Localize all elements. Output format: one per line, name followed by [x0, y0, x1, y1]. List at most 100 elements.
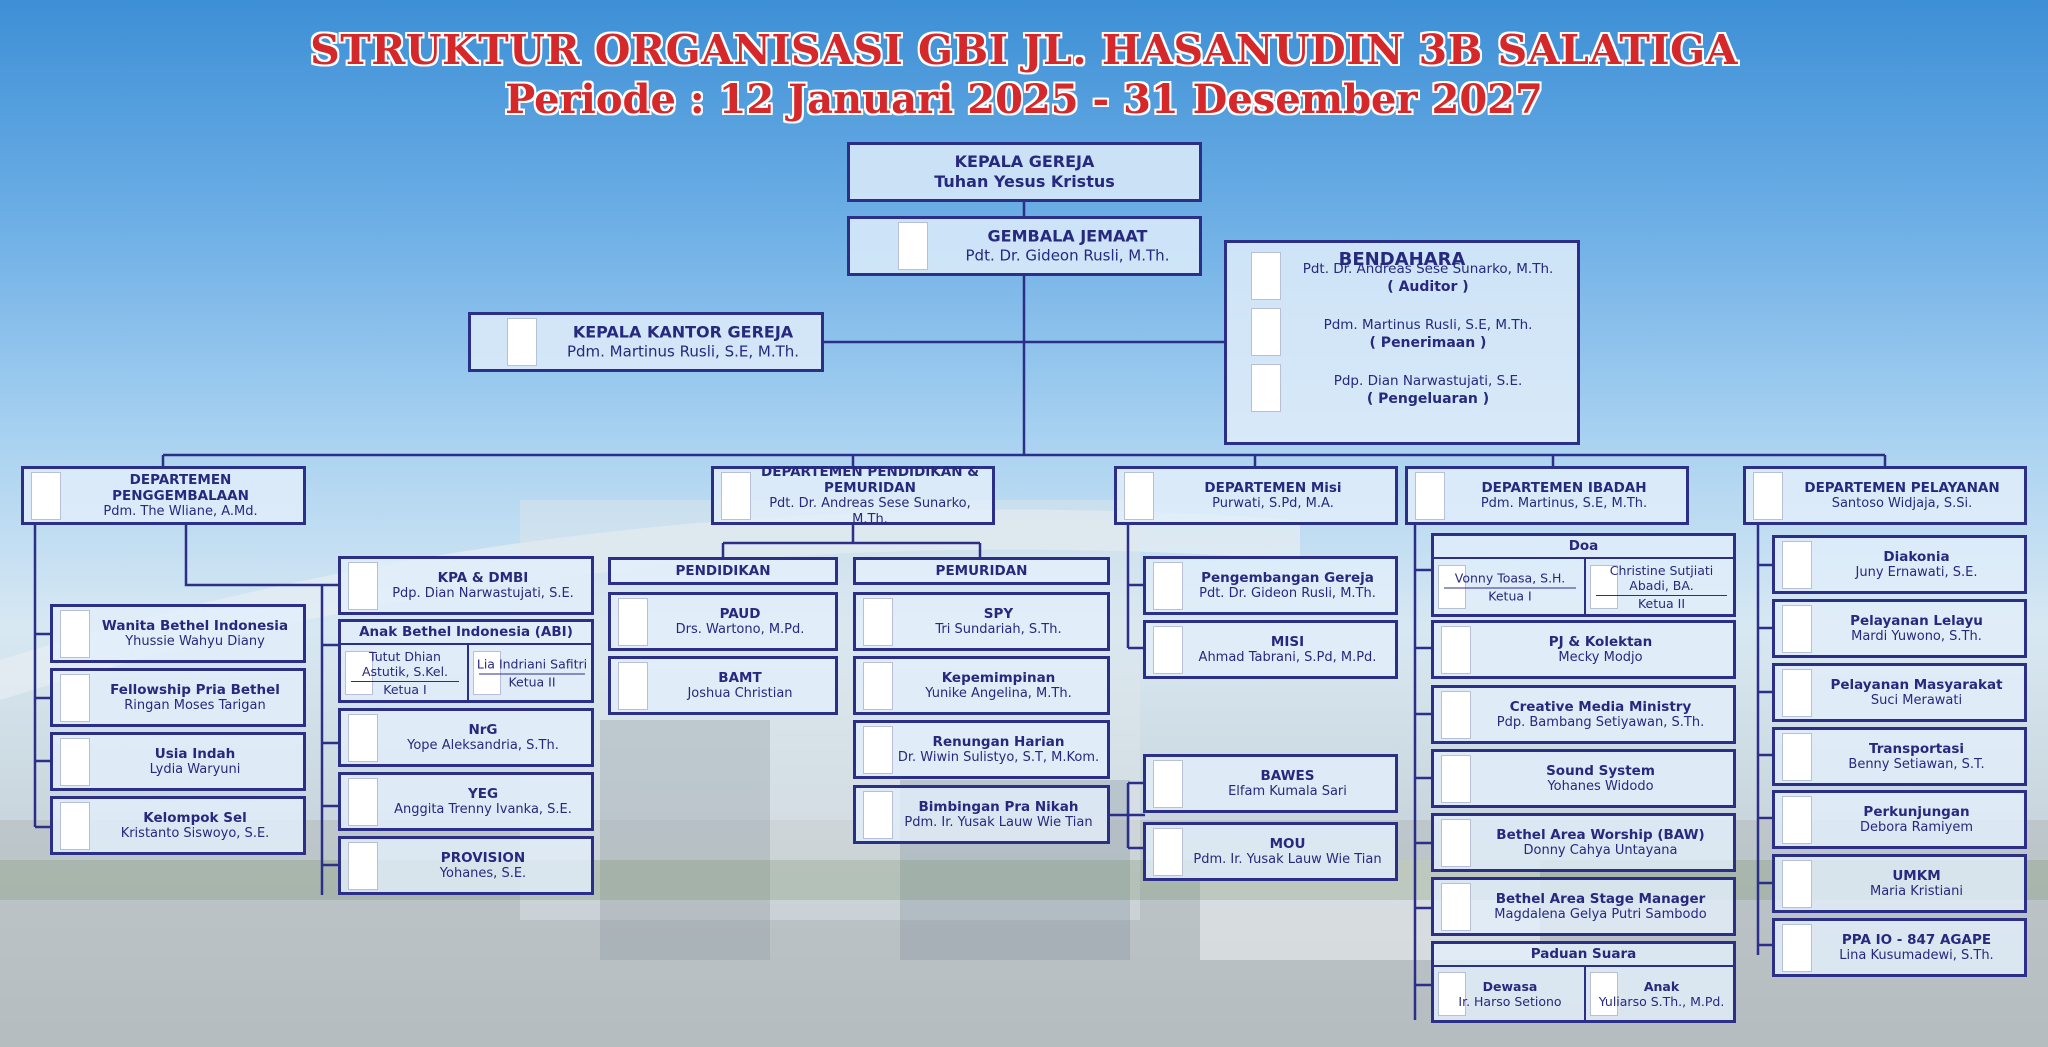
bendahara-pengeluaran: Pdp. Dian Narwastujati, S.E.( Pengeluara…	[1227, 364, 1577, 436]
bendahara-penerimaan: Pdm. Martinus Rusli, S.E, M.Th.( Penerim…	[1227, 308, 1577, 380]
pemuridan-label: PEMURIDAN	[853, 557, 1110, 585]
unit-name: Dr. Wiwin Sulistyo, S.T, M.Kom.	[897, 749, 1100, 765]
doa-ketua-2: Christine Sutjiati Abadi, BA.Ketua II	[1586, 558, 1735, 616]
dept-head-name: Pdm. Martinus, S.E, M.Th.	[1480, 495, 1648, 511]
unit-name: Yohanes Widodo	[1547, 778, 1654, 794]
dept-head-name: Santoso Widjaja, S.Si.	[1831, 495, 1973, 511]
unit-title: NrG	[468, 721, 498, 738]
unit-title: PROVISION	[440, 849, 526, 866]
kepala-kantor-title: KEPALA KANTOR GEREJA	[572, 322, 794, 342]
photo-placeholder	[348, 841, 378, 890]
photo-placeholder	[1153, 561, 1183, 610]
dept-title: DEPARTEMEN PELAYANAN	[1804, 479, 2000, 496]
photo-placeholder	[1153, 625, 1183, 674]
photo-placeholder	[1438, 565, 1466, 609]
unit-title: MISI	[1270, 633, 1305, 650]
photo-placeholder	[348, 561, 378, 610]
member-name: Tutut Dhian Astutik, S.Kel.	[361, 649, 449, 679]
kepala-kantor-name: Pdm. Martinus Rusli, S.E, M.Th.	[566, 342, 800, 361]
photo-placeholder	[1782, 668, 1812, 717]
dept-title: DEPARTEMEN IBADAH	[1481, 479, 1647, 496]
member-name: Lia Indriani Safitri	[476, 656, 588, 672]
doa-ketua-1: Vonny Toasa, S.H.Ketua I	[1434, 558, 1584, 616]
abi-title: Anak Bethel Indonesia (ABI)	[359, 624, 573, 640]
unit-name: Suci Merawati	[1870, 692, 1963, 708]
photo-placeholder	[1251, 308, 1281, 356]
photo-placeholder	[473, 651, 501, 695]
photo-placeholder	[1438, 972, 1466, 1016]
period-subtitle: Periode : 12 Januari 2025 - 31 Desember …	[505, 76, 1543, 123]
unit-title: YEG	[467, 785, 499, 802]
member-role: Ketua I	[1444, 587, 1576, 604]
bendahara-member-role: ( Auditor )	[1387, 279, 1469, 295]
dept-head-name: Pdm. The Wliane, A.Md.	[103, 503, 258, 519]
unit-name: Joshua Christian	[687, 685, 793, 701]
unit-name: Donny Cahya Untayana	[1523, 842, 1678, 858]
photo-placeholder	[1251, 252, 1281, 300]
unit-title: BAMT	[718, 669, 762, 686]
member-title: Dewasa	[1482, 979, 1538, 994]
abi-box: Anak Bethel Indonesia (ABI) Tutut Dhian …	[338, 619, 594, 703]
abi-ketua-1: Tutut Dhian Astutik, S.Kel. Ketua I	[341, 644, 467, 702]
unit-name: Maria Kristiani	[1869, 883, 1964, 899]
photo-placeholder	[1251, 364, 1281, 412]
member-role: Ketua II	[479, 673, 585, 690]
photo-placeholder	[1441, 690, 1471, 739]
unit-name: Benny Setiawan, S.T.	[1848, 756, 1985, 772]
unit-title: Wanita Bethel Indonesia	[101, 617, 289, 634]
unit-title: KPA & DMBI	[437, 569, 529, 586]
member-name: Ir. Harso Setiono	[1458, 994, 1562, 1009]
unit-title: Pelayanan Masyarakat	[1830, 676, 2003, 693]
photo-placeholder	[863, 661, 893, 710]
unit-title: UMKM	[1892, 867, 1941, 884]
photo-placeholder	[898, 222, 928, 270]
photo-placeholder	[507, 318, 537, 366]
unit-title: PAUD	[719, 605, 761, 622]
photo-placeholder	[1782, 540, 1812, 589]
gembala-name: Pdt. Dr. Gideon Rusli, M.Th.	[965, 246, 1170, 265]
photo-placeholder	[345, 651, 373, 695]
member-role: Ketua I	[351, 681, 459, 697]
unit-name: Yope Aleksandria, S.Th.	[407, 737, 559, 753]
unit-name: Juny Ernawati, S.E.	[1855, 564, 1978, 580]
unit-title: Kelompok Sel	[143, 809, 247, 826]
photo-placeholder	[618, 661, 648, 710]
photo-placeholder	[1153, 759, 1183, 808]
dept-title: DEPARTEMEN Misi	[1204, 479, 1342, 496]
photo-placeholder	[60, 801, 90, 850]
photo-placeholder	[1782, 923, 1812, 972]
